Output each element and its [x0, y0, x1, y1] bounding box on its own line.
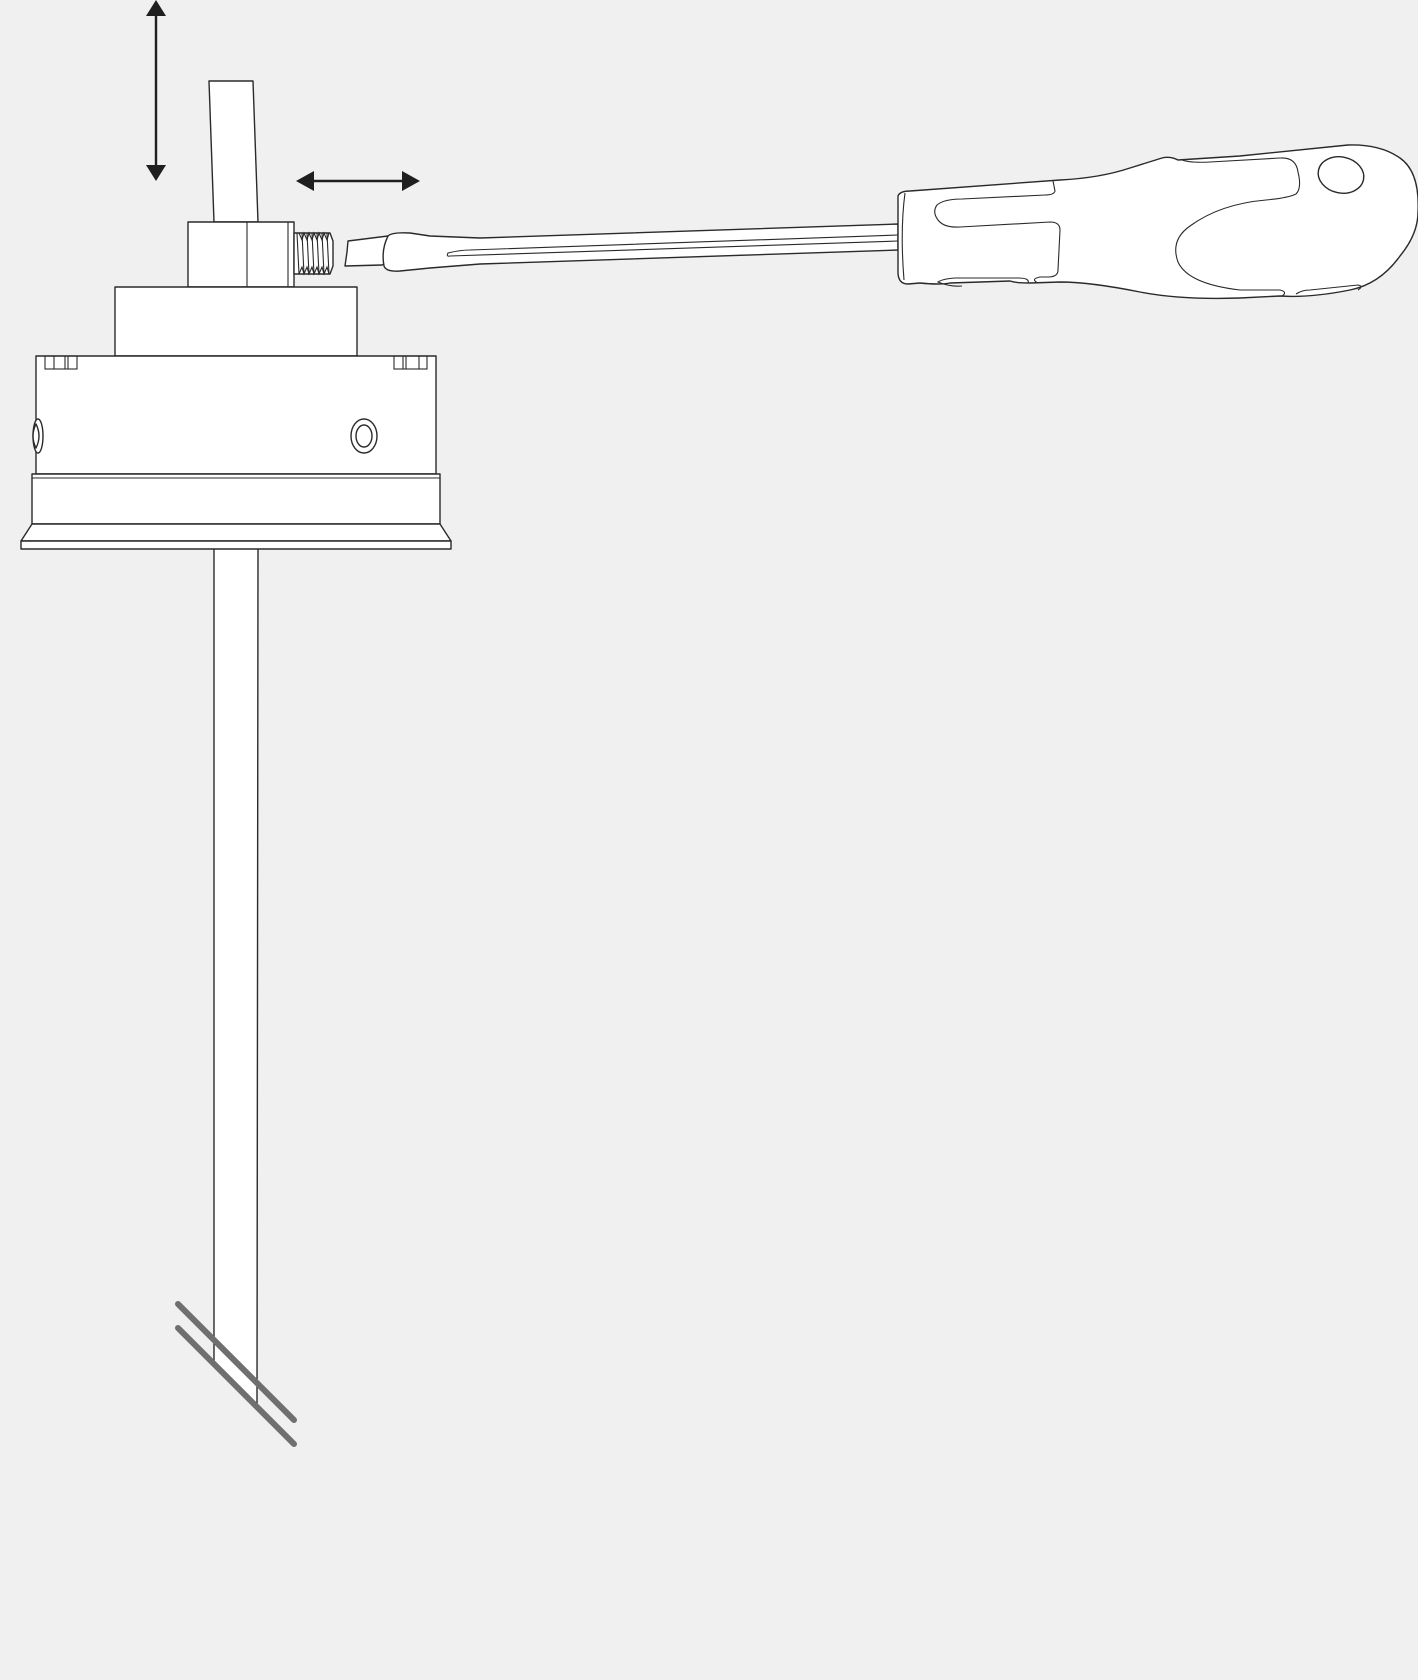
housing-upper-block	[114, 286, 358, 357]
rod-break-mark	[175, 1301, 297, 1447]
probe-rod-top	[208, 80, 259, 223]
set-screw	[293, 231, 334, 276]
vertical-adjust-arrow	[146, 0, 166, 181]
flat-screwdriver	[344, 144, 1418, 300]
adjustment-nut	[187, 221, 295, 288]
mounting-flange	[20, 473, 452, 550]
probe-rod-bottom	[213, 547, 259, 1406]
sensor-housing	[32, 355, 437, 475]
horizontal-adjust-arrow	[296, 171, 420, 191]
